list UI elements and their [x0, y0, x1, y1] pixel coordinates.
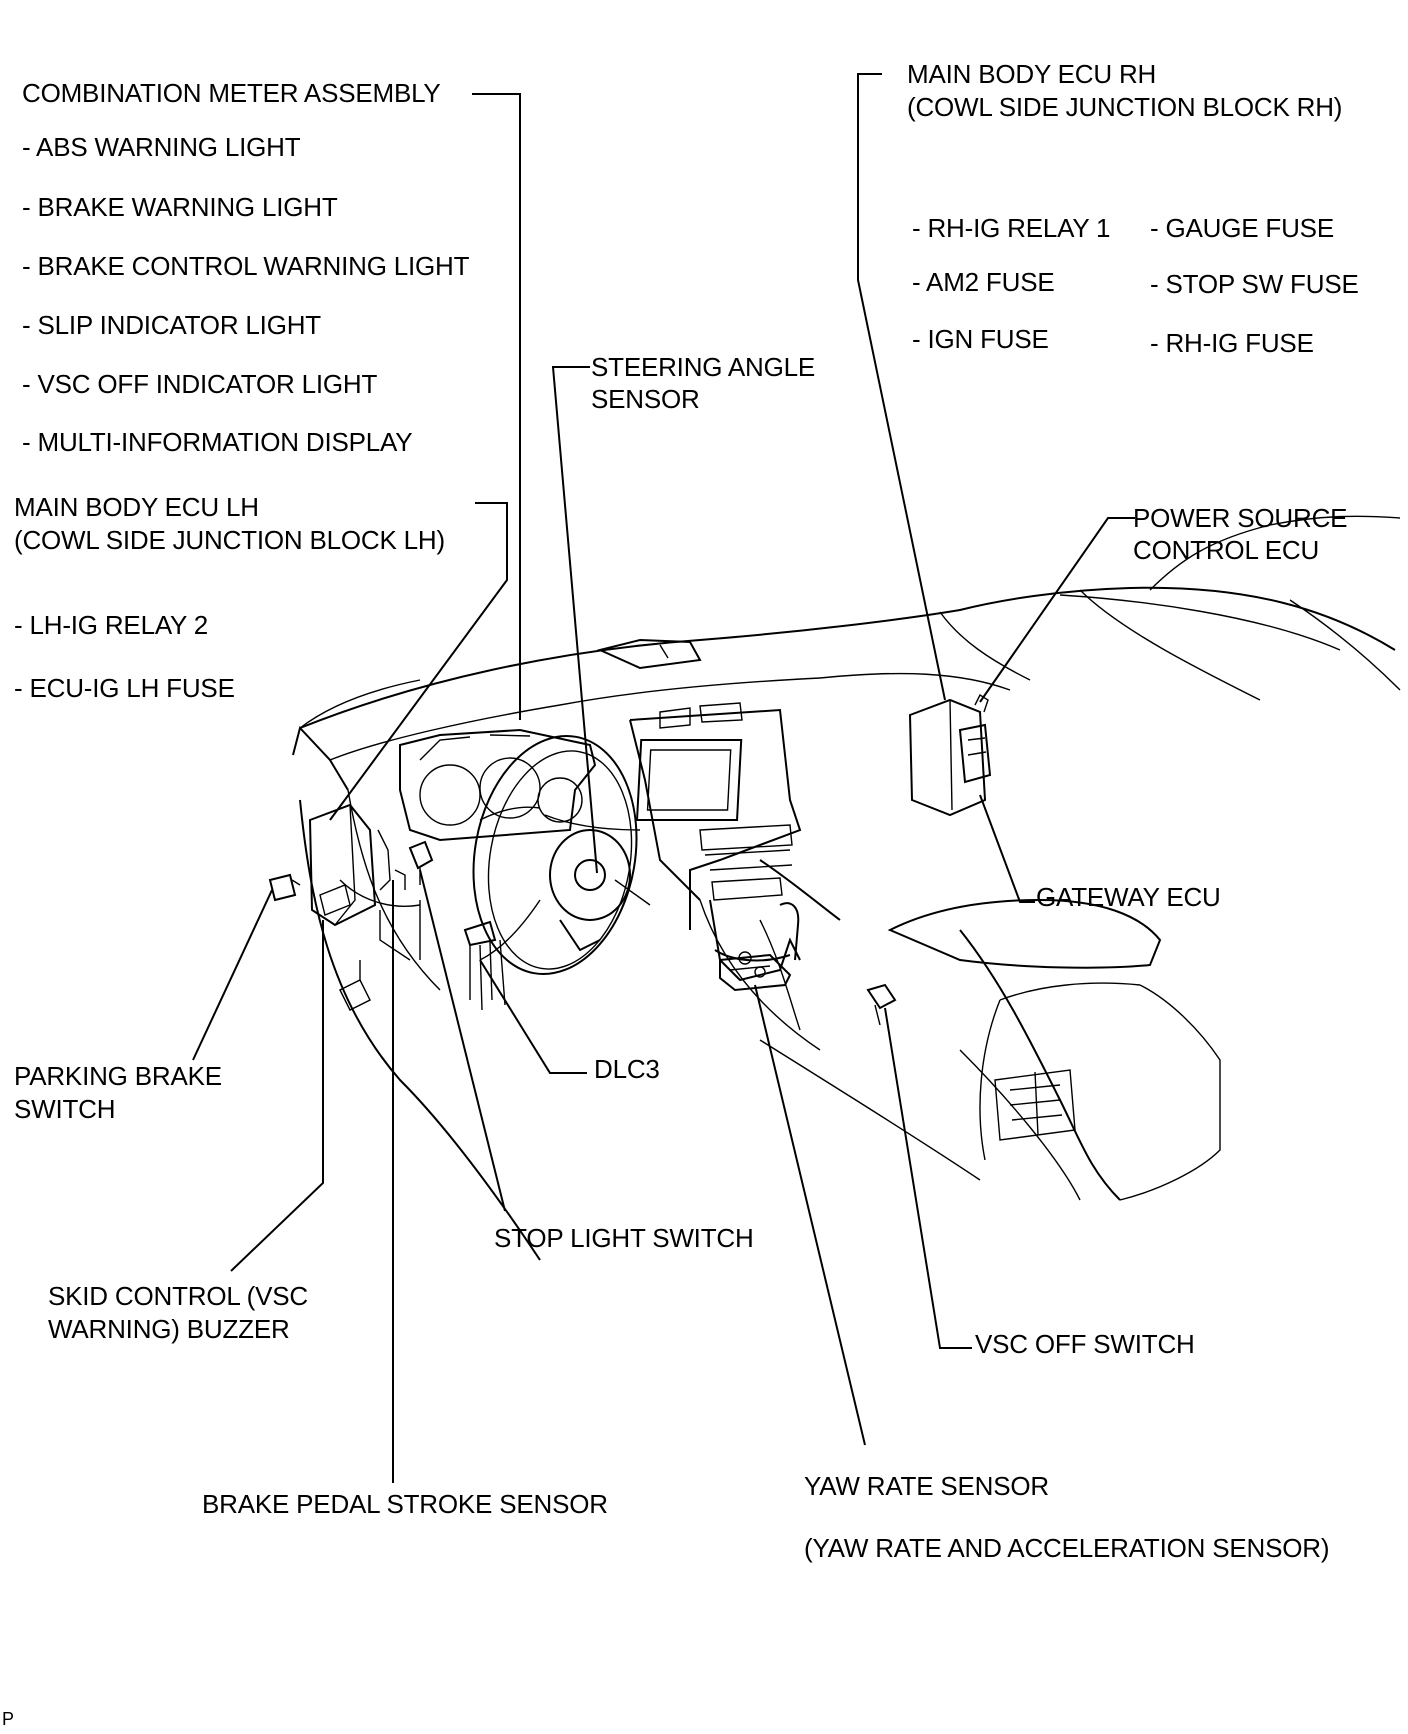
- label-yaw-rate-acceleration-sensor: (YAW RATE AND ACCELERATION SENSOR): [804, 1533, 1330, 1563]
- label-skid-control-buzzer-line1: SKID CONTROL (VSC: [48, 1281, 309, 1311]
- combination-meter: [399, 728, 597, 842]
- label-parking-brake-switch-line1: PARKING BRAKE: [14, 1061, 222, 1091]
- label-lh-ig-relay-2: - LH-IG RELAY 2: [14, 610, 208, 640]
- label-vsc-off-switch: VSC OFF SWITCH: [975, 1329, 1195, 1359]
- center-stack: [629, 702, 802, 982]
- label-main-body-ecu-rh: MAIN BODY ECU RH: [907, 59, 1157, 89]
- label-cowl-side-junction-rh: (COWL SIDE JUNCTION BLOCK RH): [907, 92, 1343, 122]
- yaw-rate-sensor-part: [719, 953, 792, 992]
- label-stop-light-switch: STOP LIGHT SWITCH: [494, 1223, 754, 1253]
- leader-lines: [192, 73, 1135, 1483]
- main-body-ecu-lh: [308, 803, 391, 927]
- label-ecu-ig-lh-fuse: - ECU-IG LH FUSE: [14, 673, 235, 703]
- corner-mark: P: [2, 1709, 14, 1729]
- label-vsc-off-indicator-light: - VSC OFF INDICATOR LIGHT: [22, 369, 378, 399]
- label-power-source-control-ecu-line2: CONTROL ECU: [1133, 535, 1320, 565]
- dashboard-outline: [292, 515, 1401, 791]
- label-abs-warning-light: - ABS WARNING LIGHT: [22, 132, 301, 162]
- label-gateway-ecu: GATEWAY ECU: [1036, 882, 1221, 912]
- label-ign-fuse: - IGN FUSE: [912, 324, 1049, 354]
- lower-dash-outline: [299, 789, 1221, 1261]
- label-stop-sw-fuse: - STOP SW FUSE: [1150, 269, 1359, 299]
- label-cowl-side-junction-lh: (COWL SIDE JUNCTION BLOCK LH): [14, 525, 445, 555]
- dlc3-part: [463, 920, 506, 1011]
- steering-wheel: [472, 735, 651, 975]
- label-main-body-ecu-lh: MAIN BODY ECU LH: [14, 492, 259, 522]
- label-power-source-control-ecu-line1: POWER SOURCE: [1133, 503, 1348, 533]
- label-steering-angle-sensor-line2: SENSOR: [591, 384, 700, 414]
- parking-brake-switch-part: [268, 873, 301, 902]
- label-brake-pedal-stroke-sensor: BRAKE PEDAL STROKE SENSOR: [202, 1489, 608, 1519]
- label-skid-control-buzzer-line2: WARNING) BUZZER: [48, 1314, 290, 1344]
- label-brake-warning-light: - BRAKE WARNING LIGHT: [22, 192, 338, 222]
- label-combination-meter: COMBINATION METER ASSEMBLY: [22, 78, 441, 108]
- label-rh-ig-fuse: - RH-IG FUSE: [1150, 328, 1314, 358]
- label-gauge-fuse: - GAUGE FUSE: [1150, 213, 1334, 243]
- vsc-off-switch-part: [866, 983, 897, 1026]
- label-dlc3: DLC3: [594, 1054, 660, 1084]
- main-body-ecu-rh: [908, 693, 992, 817]
- label-brake-control-warning-light: - BRAKE CONTROL WARNING LIGHT: [22, 251, 470, 281]
- label-steering-angle-sensor-line1: STEERING ANGLE: [591, 352, 816, 382]
- stop-light-switch-part: [394, 840, 434, 890]
- label-rh-ig-relay-1: - RH-IG RELAY 1: [912, 213, 1111, 243]
- label-am2-fuse: - AM2 FUSE: [912, 267, 1055, 297]
- label-yaw-rate-sensor: YAW RATE SENSOR: [804, 1471, 1049, 1501]
- label-slip-indicator-light: - SLIP INDICATOR LIGHT: [22, 310, 321, 340]
- label-multi-information-display: - MULTI-INFORMATION DISPLAY: [22, 427, 413, 457]
- label-parking-brake-switch-line2: SWITCH: [14, 1094, 116, 1124]
